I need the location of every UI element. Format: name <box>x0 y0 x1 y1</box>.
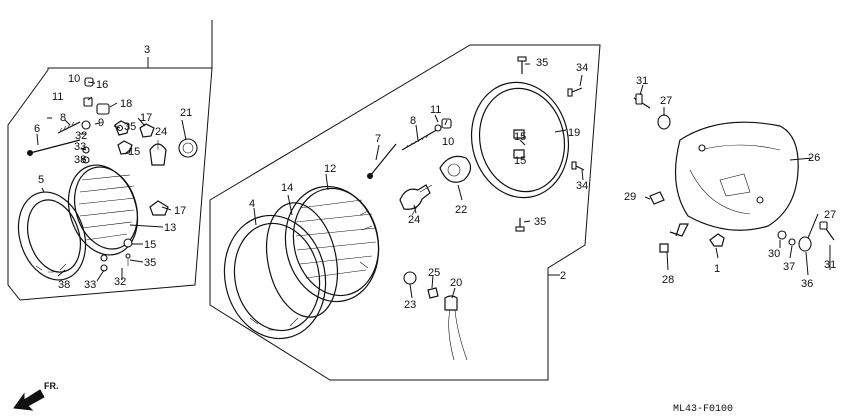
label-13: 13 <box>164 222 176 234</box>
label-23: 23 <box>404 299 416 311</box>
label-36: 36 <box>801 278 813 290</box>
label-31-top: 31 <box>636 75 648 87</box>
center-headlight-rim-4 <box>223 214 327 340</box>
label-35-center-bottom: 35 <box>534 216 546 228</box>
label-15-left-top: 15 <box>128 146 140 158</box>
label-32-bottom: 32 <box>114 276 126 288</box>
left-headlight-rim-5 <box>17 191 87 281</box>
front-direction-arrow: FR. <box>13 381 59 411</box>
left-small-parts <box>27 77 198 272</box>
label-11-center: 11 <box>430 104 441 116</box>
label-37: 37 <box>783 261 795 273</box>
label-4: 4 <box>249 198 255 210</box>
right-small-parts <box>633 93 835 253</box>
label-24-center: 24 <box>408 214 420 226</box>
label-2: 2 <box>560 270 566 282</box>
label-10: 10 <box>68 73 80 85</box>
assembly-frame-3 <box>7 20 213 301</box>
label-21: 21 <box>180 107 192 119</box>
label-1: 1 <box>714 263 720 275</box>
label-16: 16 <box>96 79 108 91</box>
label-19: 19 <box>568 127 580 139</box>
label-26: 26 <box>808 152 820 164</box>
label-38-top: 38 <box>74 154 86 166</box>
label-32-top: 32 <box>75 130 87 142</box>
label-28: 28 <box>662 274 674 286</box>
center-small-parts <box>367 118 472 361</box>
left-headlight-lens-13 <box>67 164 139 256</box>
label-24-left: 24 <box>155 126 167 138</box>
label-31-bottom: 31 <box>824 259 836 271</box>
label-8-center: 8 <box>410 115 416 127</box>
label-14: 14 <box>281 182 293 194</box>
assembly-frame-2 <box>209 44 601 381</box>
label-15-center-top: 15 <box>514 131 526 143</box>
label-34-bottom: 34 <box>576 180 588 192</box>
label-11: 11 <box>52 91 63 103</box>
label-7: 7 <box>375 133 381 145</box>
drawing-code: ML43-F0100 <box>673 404 733 415</box>
label-30: 30 <box>768 248 780 260</box>
label-12: 12 <box>324 163 336 175</box>
center-headlight-lens-12 <box>284 185 380 303</box>
label-22: 22 <box>455 204 467 216</box>
label-3: 3 <box>144 44 150 56</box>
label-9: 9 <box>98 117 104 129</box>
label-17-bottom: 17 <box>174 205 186 217</box>
leader-lines <box>36 63 831 299</box>
label-33-top: 33 <box>74 141 86 153</box>
label-27-top: 27 <box>660 95 672 107</box>
label-25: 25 <box>428 267 440 279</box>
front-direction-label: FR. <box>44 381 59 391</box>
label-5: 5 <box>38 174 44 186</box>
label-15-center-bottom: 15 <box>514 155 526 167</box>
label-17-top: 17 <box>140 112 152 124</box>
label-35-center-top: 35 <box>536 57 548 69</box>
label-8-left: 8 <box>60 112 66 124</box>
label-6: 6 <box>34 123 40 135</box>
label-15-left-bottom: 15 <box>144 239 156 251</box>
label-27-bottom: 27 <box>824 209 836 221</box>
headlight-case-26 <box>674 121 799 231</box>
label-33-bottom: 33 <box>84 279 96 291</box>
label-10-center: 10 <box>442 136 454 148</box>
label-20: 20 <box>450 277 462 289</box>
label-29: 29 <box>624 191 636 203</box>
label-18: 18 <box>120 98 132 110</box>
part-labels: 3 10 16 11 18 21 8 9 35 17 6 32 24 33 15… <box>34 44 836 415</box>
label-35-left-bottom: 35 <box>144 257 156 269</box>
center-screws <box>515 56 585 232</box>
mounting-ring-19 <box>470 81 570 199</box>
label-35-left-top: 35 <box>124 121 136 133</box>
label-38-bottom: 38 <box>58 279 70 291</box>
label-34-top: 34 <box>576 62 588 74</box>
